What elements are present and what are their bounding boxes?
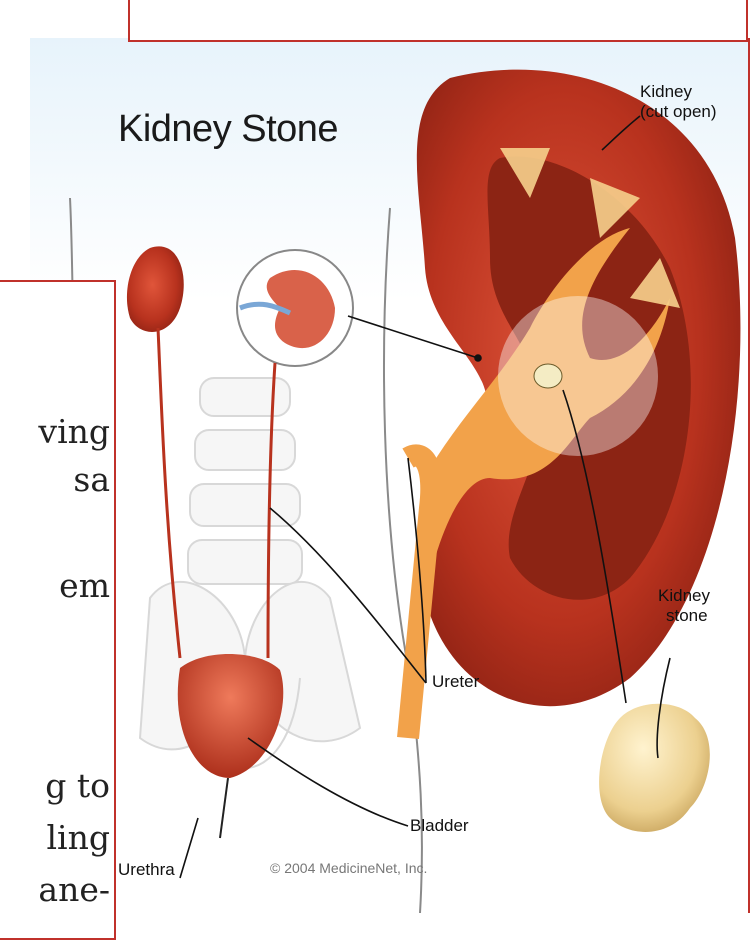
label-kidney: Kidney [640, 82, 692, 102]
top-caption-box [128, 0, 748, 42]
kidney-stone-closeup [599, 704, 710, 832]
urethra-line [220, 778, 228, 838]
left-caption-box: ving sa em g to ling ane- [0, 280, 116, 940]
caption-fragment: sa [73, 460, 110, 499]
ureter-large [408, 455, 431, 738]
stone-small [534, 364, 562, 388]
diagram-illustration [30, 38, 748, 913]
label-kidney-cut-open: (cut open) [640, 102, 717, 122]
label-ureter: Ureter [432, 672, 479, 692]
label-kidney-stone-line1: Kidney [658, 586, 710, 606]
caption-fragment: em [59, 566, 110, 605]
label-urethra: Urethra [118, 860, 175, 880]
caption-fragment: ling [47, 818, 111, 857]
kidney-stone-diagram: Kidney Stone Kidney (cut open) Kidney st… [30, 38, 750, 913]
caption-fragment: ving [38, 412, 110, 451]
kidney-small [127, 246, 184, 332]
label-kidney-stone-line2: stone [666, 606, 708, 626]
caption-fragment: g to [45, 766, 110, 805]
diagram-title: Kidney Stone [118, 108, 338, 151]
copyright: © 2004 MedicineNet, Inc. [270, 860, 427, 876]
magnify-circle-right [498, 296, 658, 456]
caption-fragment: ane- [38, 870, 110, 909]
label-bladder: Bladder [410, 816, 469, 836]
